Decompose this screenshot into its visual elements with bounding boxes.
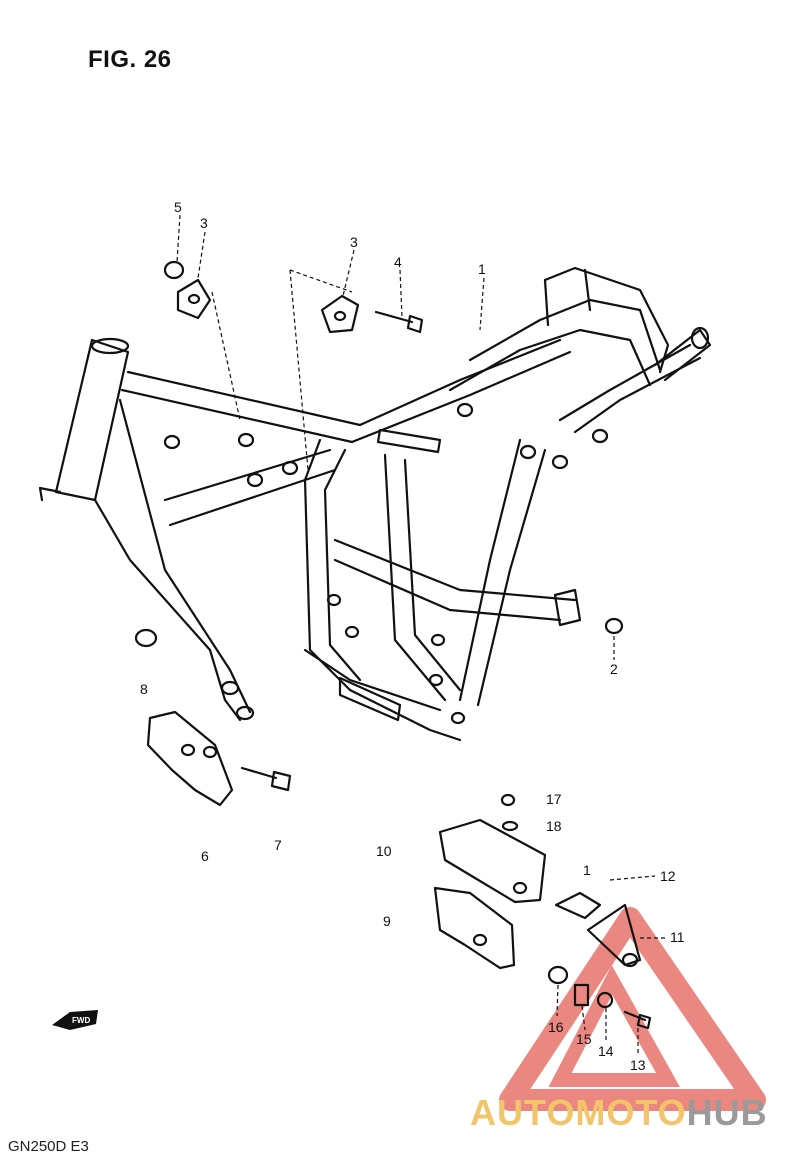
fwd-label: FWD	[72, 1016, 90, 1025]
leader-line-4	[399, 269, 403, 317]
watermark-text: AUTOMOTOHUB	[470, 1092, 768, 1134]
down-tube	[93, 398, 337, 722]
center-cradle	[163, 402, 609, 742]
callout-3-left: 3	[200, 215, 208, 231]
part-13-bolt	[623, 1010, 652, 1030]
leader-line-frame-a	[289, 269, 309, 471]
part-14-washer	[596, 991, 614, 1009]
callout-7: 7	[274, 837, 282, 853]
leader-line-16	[556, 984, 559, 1017]
leader-line-1	[479, 277, 485, 331]
callout-18: 18	[546, 818, 562, 834]
part-16-bushing	[547, 965, 569, 985]
watermark-text-part-b: HUB	[686, 1092, 768, 1133]
part-5-cap	[163, 260, 185, 280]
callout-8: 8	[140, 681, 148, 697]
leader-line-5	[176, 214, 181, 263]
callout-1-lower: 1	[583, 862, 591, 878]
callout-2: 2	[610, 661, 618, 677]
part-3-bracket-right	[320, 294, 360, 334]
part-10-cover	[438, 818, 547, 904]
callout-5: 5	[174, 199, 182, 215]
figure-title: FIG. 26	[88, 46, 172, 73]
callout-3-right: 3	[350, 234, 358, 250]
part-7-bolt	[240, 766, 292, 792]
callout-1: 1	[478, 261, 486, 277]
callout-6: 6	[201, 848, 209, 864]
callout-9: 9	[383, 913, 391, 929]
leader-line-frame-b	[211, 291, 241, 421]
leader-line-frame-c	[289, 269, 353, 293]
callout-15: 15	[576, 1031, 592, 1047]
steering-head-tube	[38, 337, 130, 502]
part-3-bracket-left	[176, 278, 212, 320]
part-17-nut	[500, 793, 516, 807]
callout-10: 10	[376, 843, 392, 859]
callout-4: 4	[394, 254, 402, 270]
part-11-footrest	[586, 903, 642, 968]
callout-17: 17	[546, 791, 562, 807]
fwd-arrow-icon: FWD	[52, 1010, 98, 1030]
part-15-spacer	[573, 983, 590, 1007]
part-12-bracket	[554, 891, 602, 920]
leader-line-12	[609, 875, 656, 881]
part-18-washer	[501, 820, 519, 832]
part-9-cover	[433, 886, 516, 970]
leader-line-3a	[197, 231, 206, 279]
part-2-plug	[604, 617, 624, 635]
model-code: GN250D E3	[8, 1138, 89, 1155]
part-6-mount-plate	[146, 710, 234, 807]
watermark-text-part-a: AUTOMOTO	[470, 1092, 687, 1133]
rear-frame	[448, 266, 712, 434]
part-4-bolt	[374, 310, 424, 334]
callout-12: 12	[660, 868, 676, 884]
leader-line-3b	[342, 249, 355, 297]
callout-13: 13	[630, 1057, 646, 1073]
callout-11: 11	[670, 929, 685, 945]
callout-16: 16	[548, 1019, 564, 1035]
part-8-grommet	[134, 628, 158, 648]
callout-14: 14	[598, 1043, 614, 1059]
watermark-logo-triangle	[499, 907, 766, 1111]
main-top-tube	[120, 338, 572, 444]
